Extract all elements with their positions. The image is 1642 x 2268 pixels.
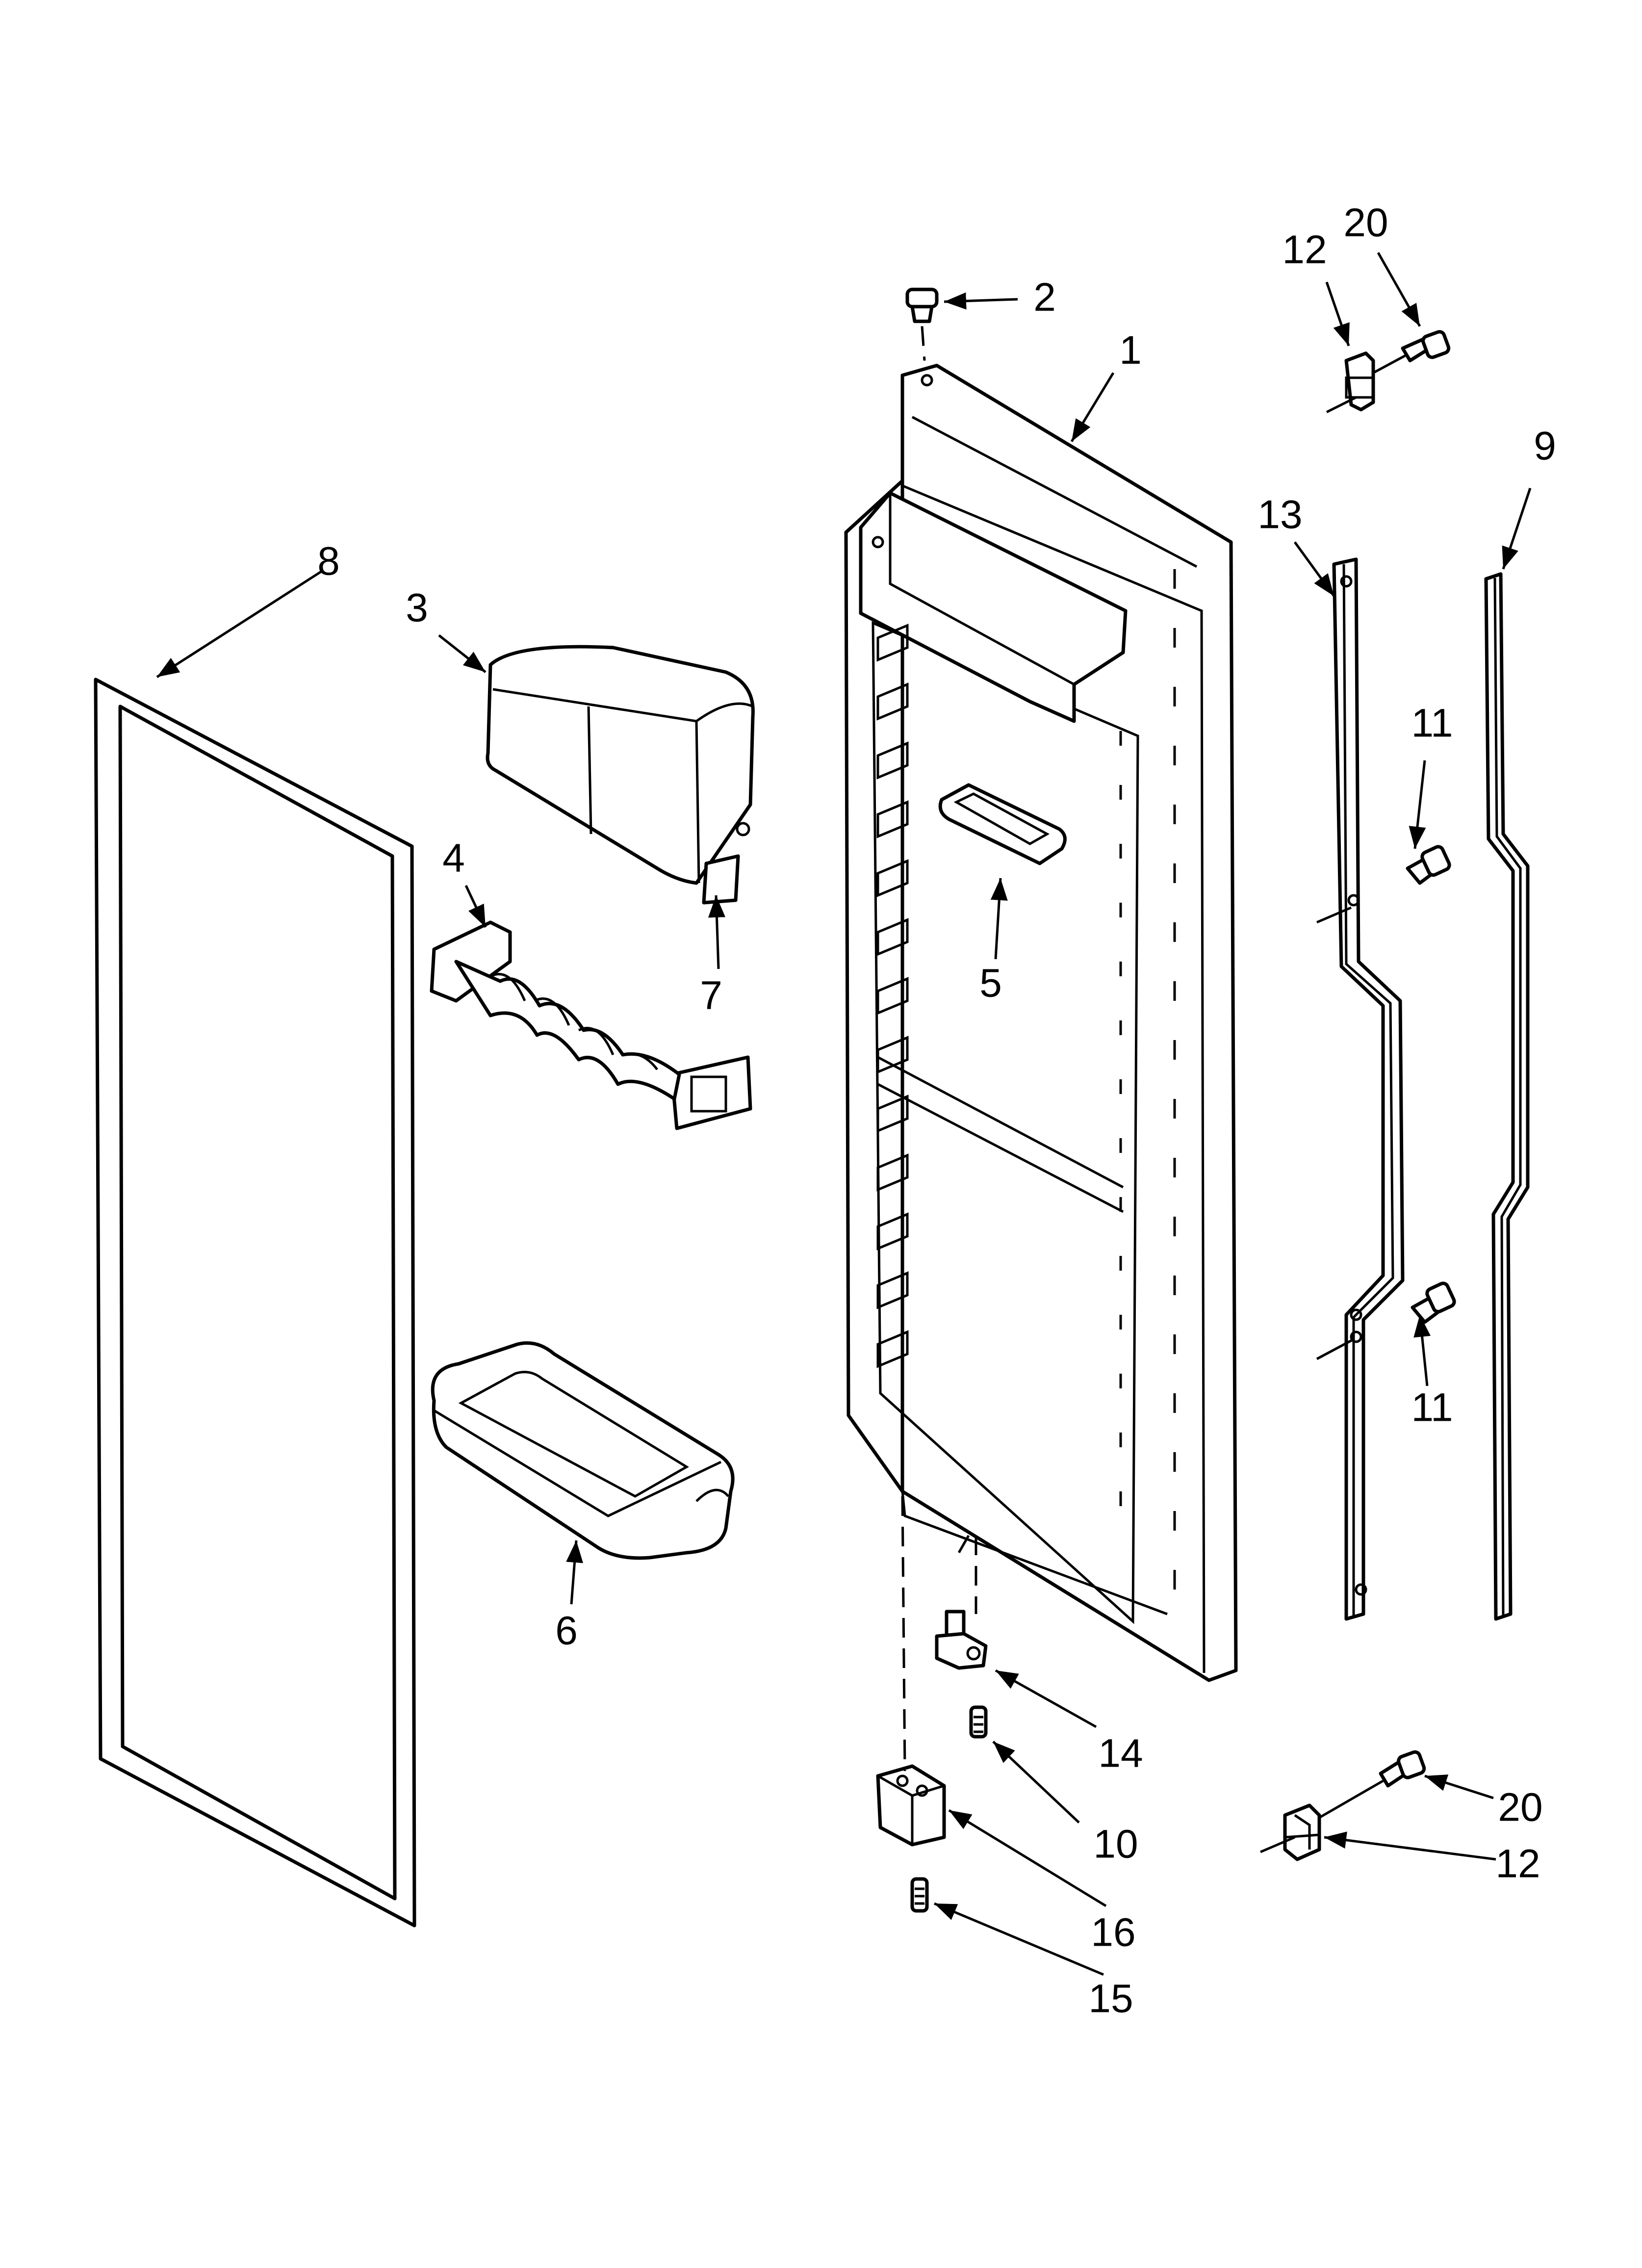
callout-20-lower: 20: [1498, 1785, 1542, 1830]
part-20-screw-upper: [1372, 330, 1451, 374]
callout-3: 3: [406, 586, 428, 630]
part-7-dispenser-rod: [702, 854, 740, 905]
part-6-door-bin: [431, 1341, 735, 1560]
callout-8: 8: [317, 539, 340, 584]
part-10-screw: [969, 1705, 988, 1739]
part-15-screw: [910, 1877, 929, 1913]
callout-11-lower: 11: [1411, 1385, 1453, 1430]
callout-4: 4: [442, 836, 465, 881]
leader-lines: [156, 252, 1532, 1976]
part-3-dispenser-cover: [486, 645, 755, 885]
callout-12-upper: 12: [1282, 228, 1327, 272]
part-16-hinge-bracket: [876, 1496, 946, 1847]
part-14-hinge-pin: [935, 1535, 988, 1670]
callout-7: 7: [700, 973, 722, 1018]
part-4-can-rack: [430, 920, 752, 1130]
part-9-trim-strip: [1484, 572, 1530, 1621]
callout-20-upper: 20: [1343, 201, 1388, 245]
part-12-door-stop-upper: [1326, 351, 1375, 414]
part-20-screw-lower: [1318, 1750, 1426, 1819]
callout-14: 14: [1098, 1731, 1143, 1776]
part-13-door-handle: [1316, 557, 1405, 1621]
callout-12-lower: 12: [1495, 1842, 1540, 1886]
callout-15: 15: [1088, 1977, 1133, 2021]
callout-16: 16: [1091, 1910, 1135, 1955]
part-5-small-tray: [938, 783, 1067, 865]
callout-labels: 1 2 3 4 5 6 7 8 9 10 11 11 12 12 13 14 1…: [317, 201, 1556, 2021]
part-12-door-stop-lower: [1260, 1803, 1321, 1861]
callout-13: 13: [1257, 493, 1302, 537]
callout-1: 1: [1119, 328, 1142, 373]
callout-10: 10: [1093, 1822, 1138, 1867]
callout-2: 2: [1033, 275, 1056, 320]
part-11-screw-upper: [1406, 845, 1451, 885]
callout-6: 6: [555, 1609, 578, 1653]
part-1-door: [844, 364, 1238, 1682]
callout-11-upper: 11: [1411, 701, 1453, 746]
part-2-plug: [905, 287, 939, 361]
callout-9: 9: [1534, 424, 1556, 469]
part-8-door-gasket: [94, 678, 416, 1928]
callout-5: 5: [979, 961, 1002, 1006]
